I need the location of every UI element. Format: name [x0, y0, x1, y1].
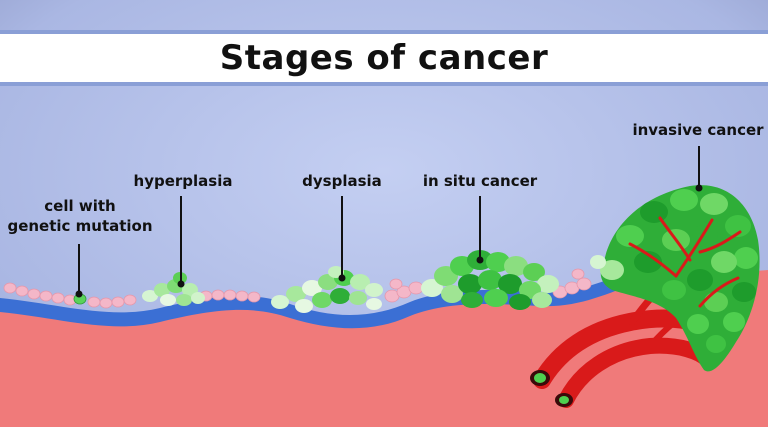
title-band: Stages of cancer [0, 30, 768, 86]
label-in-situ-cancer: in situ cancer [414, 171, 546, 191]
label-dots [75, 184, 703, 298]
page-title: Stages of cancer [219, 38, 549, 78]
label-cell-with-genetic-mutation: cell with genetic mutation [6, 196, 154, 236]
label-line: in situ cancer [422, 172, 538, 190]
label-line: hyperplasia [133, 172, 233, 190]
hyperplasia-cluster [142, 272, 205, 306]
tumor-capillaries [628, 216, 742, 308]
invasive-cancer-mass [590, 185, 760, 372]
label-dysplasia: dysplasia [290, 171, 394, 191]
label-line: genetic mutation [7, 217, 153, 235]
basement-membrane [0, 268, 640, 329]
label-pointers [78, 146, 700, 292]
vessel-openings [530, 370, 573, 407]
dysplasia-cluster [271, 266, 383, 313]
label-line: invasive cancer [632, 121, 764, 139]
normal-epithelium [3, 268, 592, 309]
label-invasive-cancer: invasive cancer [628, 120, 768, 140]
in-situ-cancer-cluster [421, 250, 559, 310]
label-line: dysplasia [302, 172, 382, 190]
label-line: cell with [44, 197, 116, 215]
label-hyperplasia: hyperplasia [128, 171, 238, 191]
